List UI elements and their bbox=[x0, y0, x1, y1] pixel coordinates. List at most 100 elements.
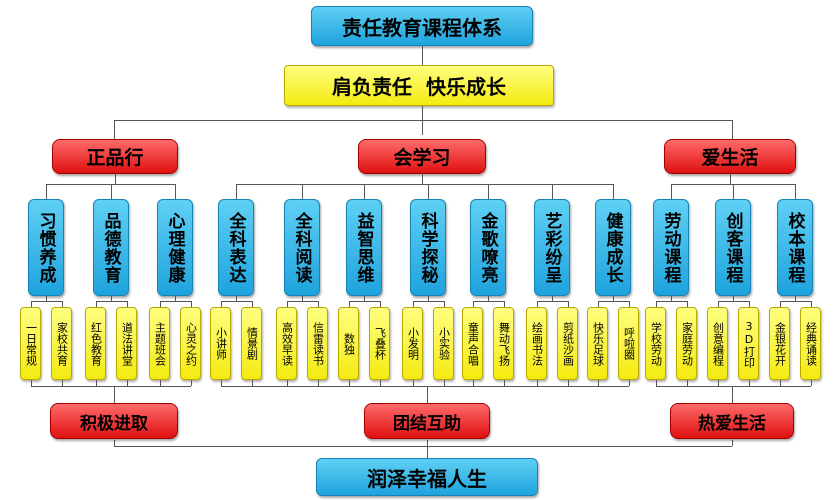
connector bbox=[317, 380, 319, 386]
connector bbox=[111, 184, 112, 199]
connector bbox=[536, 380, 538, 386]
connector bbox=[111, 296, 112, 301]
connector bbox=[733, 184, 734, 199]
course-item: 数独 bbox=[338, 307, 359, 380]
connector bbox=[286, 301, 318, 302]
connector bbox=[126, 301, 128, 307]
connector bbox=[348, 301, 350, 307]
category-2-3: 益智思维 bbox=[346, 199, 382, 296]
motto-banner: 肩负责任 快乐成长 bbox=[284, 65, 554, 106]
connector bbox=[95, 380, 97, 386]
connector bbox=[379, 380, 381, 386]
branch-1-outcome: 积极进取 bbox=[50, 403, 178, 439]
connector bbox=[251, 301, 253, 307]
connector bbox=[348, 301, 380, 302]
category-1-3: 心理健康 bbox=[157, 199, 193, 296]
course-item: 3D打印 bbox=[738, 307, 759, 380]
connector bbox=[114, 120, 732, 121]
category-2-6: 艺彩纷呈 bbox=[534, 199, 570, 296]
connector bbox=[412, 301, 444, 302]
connector bbox=[730, 174, 731, 184]
connector bbox=[717, 301, 719, 307]
category-3-3: 校本课程 bbox=[777, 199, 813, 296]
course-item: 学校劳动 bbox=[645, 307, 666, 380]
connector bbox=[190, 301, 192, 307]
connector bbox=[422, 174, 423, 184]
connector bbox=[488, 296, 489, 301]
connector bbox=[717, 380, 719, 386]
connector bbox=[779, 301, 811, 302]
connector bbox=[428, 184, 429, 199]
category-2-2: 全科阅读 bbox=[284, 199, 320, 296]
connector bbox=[422, 46, 423, 65]
system-title-text: 责任教育课程体系 bbox=[342, 15, 502, 40]
branch-3-outcome: 热爱生活 bbox=[670, 403, 794, 439]
connector bbox=[159, 380, 161, 386]
connector bbox=[348, 380, 350, 386]
connector bbox=[732, 386, 733, 403]
connector bbox=[220, 380, 222, 386]
course-item: 心灵之约 bbox=[180, 307, 201, 380]
connector bbox=[286, 301, 288, 307]
course-item: 呼啦圈 bbox=[618, 307, 639, 380]
connector bbox=[364, 296, 365, 301]
connector bbox=[422, 106, 423, 120]
connector bbox=[236, 296, 237, 301]
connector bbox=[175, 184, 176, 199]
category-1-2: 品德教育 bbox=[93, 199, 129, 296]
connector bbox=[159, 301, 191, 302]
category-1-1: 习惯养成 bbox=[28, 199, 64, 296]
connector bbox=[443, 380, 445, 386]
connector bbox=[61, 380, 63, 386]
branch-2-outcome: 团结互助 bbox=[364, 403, 490, 439]
course-item: 高效早读 bbox=[276, 307, 297, 380]
connector bbox=[732, 120, 733, 140]
connector bbox=[597, 380, 599, 386]
connector bbox=[46, 184, 47, 199]
connector bbox=[472, 380, 474, 386]
course-item: 信雷读书 bbox=[307, 307, 328, 380]
connector bbox=[302, 296, 303, 301]
connector bbox=[472, 301, 504, 302]
connector bbox=[114, 440, 115, 446]
connector bbox=[536, 301, 568, 302]
connector bbox=[472, 301, 474, 307]
course-item: 红色教育 bbox=[85, 307, 106, 380]
connector bbox=[126, 380, 128, 386]
connector bbox=[686, 380, 688, 386]
connector bbox=[503, 380, 505, 386]
connector bbox=[286, 380, 288, 386]
connector bbox=[717, 301, 749, 302]
connector bbox=[427, 386, 428, 403]
course-item: 剪纸沙画 bbox=[557, 307, 578, 380]
course-item: 经典诵读 bbox=[800, 307, 821, 380]
connector bbox=[795, 296, 796, 301]
connector bbox=[220, 386, 629, 387]
course-item: 童声合唱 bbox=[462, 307, 483, 380]
connector bbox=[364, 184, 365, 199]
connector bbox=[748, 301, 750, 307]
category-3-2: 创客课程 bbox=[715, 199, 751, 296]
connector bbox=[655, 386, 811, 387]
connector bbox=[317, 301, 319, 307]
course-item: 家庭劳动 bbox=[676, 307, 697, 380]
course-item: 小实验 bbox=[433, 307, 454, 380]
connector bbox=[567, 301, 569, 307]
connector bbox=[236, 184, 614, 185]
course-item: 快乐足球 bbox=[587, 307, 608, 380]
connector bbox=[810, 380, 812, 386]
connector bbox=[159, 301, 161, 307]
connector bbox=[597, 301, 629, 302]
connector bbox=[412, 301, 414, 307]
course-item: 绘画书法 bbox=[526, 307, 547, 380]
motto-text: 肩负责任 快乐成长 bbox=[332, 75, 506, 99]
connector bbox=[655, 301, 657, 307]
course-item: 一日常规 bbox=[20, 307, 41, 380]
category-2-1: 全科表达 bbox=[218, 199, 254, 296]
connector bbox=[427, 440, 428, 458]
connector bbox=[443, 301, 445, 307]
branch-2-label: 会学习 bbox=[358, 139, 486, 174]
connector bbox=[671, 296, 672, 301]
connector bbox=[613, 184, 614, 199]
connector bbox=[95, 301, 127, 302]
